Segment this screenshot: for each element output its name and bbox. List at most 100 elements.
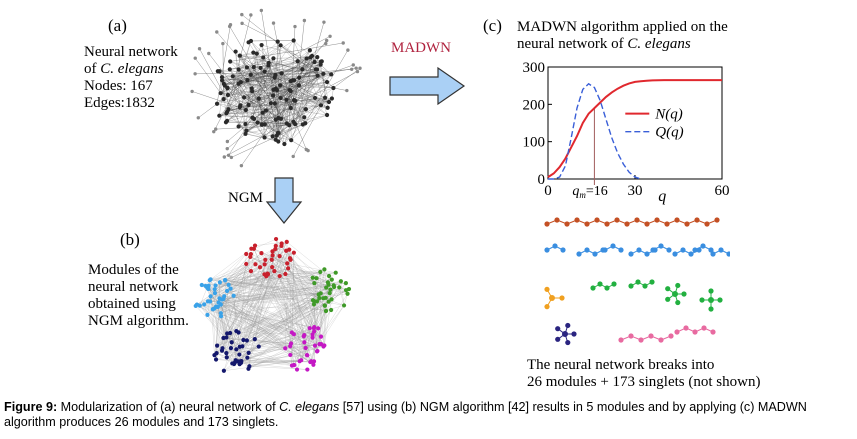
network-node	[221, 97, 226, 102]
module-node	[708, 288, 714, 294]
network-node	[217, 113, 222, 118]
module-node	[232, 360, 238, 365]
module-node	[265, 271, 270, 276]
module-node	[270, 249, 275, 254]
module-edge	[224, 296, 327, 312]
network-node	[307, 48, 312, 53]
network-edge	[273, 23, 291, 109]
network-edge	[239, 55, 303, 70]
module-edge	[339, 287, 345, 306]
network-node	[196, 116, 200, 120]
network-edge	[213, 67, 248, 132]
network-edge	[240, 82, 259, 99]
qm-value: =16	[586, 184, 608, 199]
network-node	[318, 62, 323, 67]
network-edge	[241, 14, 328, 83]
module-edge	[286, 250, 326, 298]
network-node	[225, 86, 230, 91]
module-edge	[267, 268, 289, 274]
module-node	[576, 251, 582, 257]
module-node	[257, 265, 263, 270]
neural-network-graph	[190, 8, 362, 168]
network-edge	[222, 43, 224, 100]
module-edge	[241, 354, 307, 362]
module-node	[224, 355, 229, 360]
module-edge	[210, 296, 318, 352]
network-node	[217, 69, 222, 74]
network-node	[251, 50, 256, 55]
module-node	[291, 332, 297, 337]
module-edge	[223, 331, 237, 371]
module-edge	[225, 280, 330, 294]
module-node	[234, 328, 239, 334]
network-edge	[229, 26, 254, 68]
network-edge	[243, 97, 267, 111]
network-node	[315, 55, 320, 60]
network-edge	[192, 91, 240, 108]
network-node	[288, 78, 293, 84]
x-tick-label: 30	[628, 183, 643, 199]
module-edge	[272, 255, 325, 306]
module-edge	[221, 297, 326, 317]
network-node	[300, 67, 305, 72]
panel-a-desc-line1: Neural network	[84, 44, 178, 60]
module-node	[699, 297, 705, 303]
module-edge	[267, 273, 305, 336]
network-edge	[219, 65, 269, 116]
panel-b-desc-line: neural network	[88, 279, 179, 295]
network-edge	[240, 82, 274, 90]
network-edge	[235, 51, 240, 108]
module-edge	[222, 282, 315, 349]
caption-species: C. elegans	[279, 400, 340, 414]
module-node	[610, 243, 616, 249]
module-node	[239, 358, 244, 364]
module-node	[208, 299, 213, 304]
ngm-arrow-label: NGM	[228, 190, 264, 206]
module-node	[708, 306, 714, 312]
network-edge	[216, 31, 248, 68]
network-edge	[275, 73, 324, 120]
network-node	[273, 72, 278, 78]
network-node	[245, 77, 250, 83]
module-node	[635, 279, 641, 285]
panel-a-species: C. elegans	[100, 61, 164, 77]
module-node	[304, 352, 310, 358]
module-node	[648, 333, 654, 339]
network-node	[291, 119, 296, 124]
network-edge	[227, 104, 249, 113]
module-node	[210, 307, 215, 312]
network-node	[312, 59, 317, 65]
network-node	[260, 110, 265, 115]
network-node	[322, 20, 326, 24]
module-node	[604, 221, 610, 227]
module-node	[252, 243, 258, 248]
network-node	[345, 88, 349, 93]
module-node	[302, 340, 307, 345]
series-line-qq	[548, 82, 642, 180]
panel-c-species: C. elegans	[627, 36, 691, 52]
module-node	[672, 251, 678, 257]
network-node	[207, 51, 211, 56]
panel-a-nodes: Nodes: 167	[84, 78, 153, 94]
network-node	[318, 59, 324, 64]
series-line-nq	[547, 79, 722, 178]
network-edge	[293, 74, 332, 122]
module-edge	[246, 250, 287, 341]
network-node	[236, 67, 241, 72]
network-node	[276, 139, 281, 144]
module-edge	[215, 253, 252, 360]
panel-c-title-line2: neural network of C. elegans	[517, 36, 728, 53]
module-node	[310, 335, 315, 340]
module-node	[311, 326, 316, 331]
network-edge	[199, 48, 246, 134]
network-node	[243, 121, 248, 127]
module-node	[332, 284, 337, 290]
network-node	[250, 115, 255, 120]
module-node	[562, 331, 568, 337]
module-node	[322, 343, 327, 348]
network-edge	[219, 115, 279, 119]
module-node	[253, 262, 258, 267]
module-node	[262, 272, 267, 277]
network-node	[293, 24, 297, 29]
network-edge	[228, 64, 354, 110]
